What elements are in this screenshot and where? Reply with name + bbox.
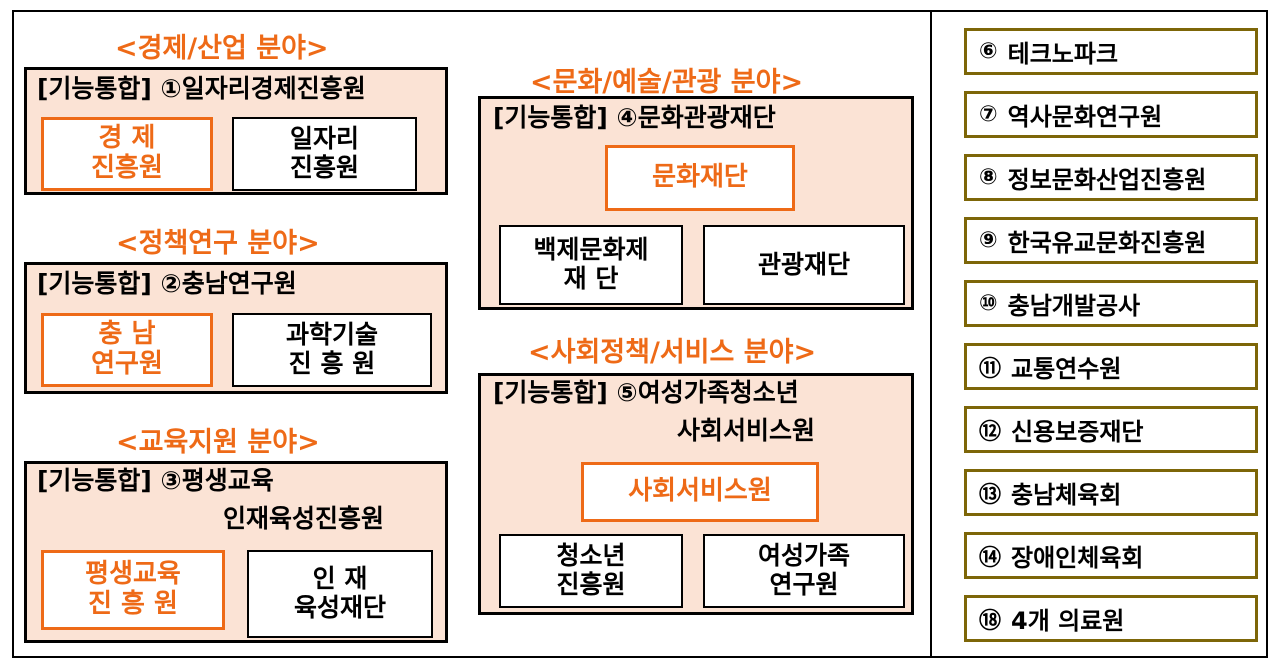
item-label: 한국유교문화진흥원 [1007, 229, 1207, 257]
section-title-social: <사회정책/서비스 분야> [528, 337, 817, 368]
box-chungnam-institute: 충 남 연구원 [41, 313, 213, 387]
item-number: ⑨ [979, 228, 998, 253]
item-label: 신용보증재단 [1011, 418, 1144, 446]
group-header-education-line1: [기능통합] ③평생교육 [37, 466, 274, 495]
item-label: 4개 의료원 [1011, 607, 1125, 635]
list-item: ⑪ 교통연수원 [964, 343, 1258, 390]
group-policy: [기능통합] ②충남연구원 충 남 연구원 과학기술 진 흥 원 [24, 262, 448, 394]
item-label: 교통연수원 [1011, 355, 1122, 383]
item-label: 장애인체육회 [1011, 544, 1144, 572]
item-label: 정보문화산업진흥원 [1007, 166, 1207, 194]
group-header-culture: [기능통합] ④문화관광재단 [493, 103, 776, 132]
item-label: 테크노파크 [1007, 40, 1119, 68]
list-item: ⑩ 충남개발공사 [964, 280, 1258, 327]
item-number: ⑬ [979, 482, 1002, 508]
list-item: ⑦ 역사문화연구원 [964, 91, 1258, 138]
item-number: ⑩ [979, 291, 998, 316]
section-title-economy: <경제/산업 분야> [115, 33, 329, 64]
item-number: ⑫ [979, 419, 1002, 445]
group-social: [기능통합] ⑤여성가족청소년 사회서비스원 사회서비스원 청소년 진흥원 여성… [478, 373, 914, 615]
item-number: ⑧ [979, 165, 998, 190]
item-number: ⑦ [979, 102, 998, 127]
group-education: [기능통합] ③평생교육 인재육성진흥원 평생교육 진 흥 원 인 재 육성재단 [24, 461, 448, 643]
item-label: 충남체육회 [1011, 481, 1122, 509]
item-number: ⑥ [979, 39, 998, 64]
list-item: ⑭ 장애인체육회 [964, 532, 1258, 579]
group-header-economy: [기능통합] ①일자리경제진흥원 [37, 74, 366, 103]
list-item: ⑫ 신용보증재단 [964, 406, 1258, 453]
group-economy: [기능통합] ①일자리경제진흥원 경 제 진흥원 일자리 진흥원 [24, 67, 448, 195]
box-baekje-foundation: 백제문화제 재 단 [499, 225, 683, 305]
box-economy-promotion: 경 제 진흥원 [41, 117, 213, 191]
item-number: ⑱ [979, 608, 1002, 634]
box-social-service: 사회서비스원 [581, 462, 819, 522]
item-label: 충남개발공사 [1007, 292, 1141, 320]
group-culture: [기능통합] ④문화관광재단 문화재단 백제문화제 재 단 관광재단 [478, 96, 914, 310]
item-label: 역사문화연구원 [1007, 103, 1163, 131]
box-science-promotion: 과학기술 진 흥 원 [232, 313, 432, 387]
box-women-family-institute: 여성가족 연구원 [703, 534, 905, 608]
group-header-social-line2: 사회서비스원 [677, 416, 816, 445]
list-item: ⑬ 충남체육회 [964, 469, 1258, 516]
item-number: ⑪ [979, 356, 1002, 382]
box-youth-promotion: 청소년 진흥원 [499, 534, 683, 608]
list-item: ⑥ 테크노파크 [964, 28, 1258, 75]
list-item: ⑱ 4개 의료원 [964, 595, 1258, 642]
group-header-policy: [기능통합] ②충남연구원 [37, 269, 297, 298]
list-item: ⑨ 한국유교문화진흥원 [964, 217, 1258, 264]
column-divider [930, 10, 932, 658]
box-lifelong-education: 평생교육 진 흥 원 [41, 550, 225, 630]
outer-frame [12, 10, 1268, 658]
box-culture-foundation: 문화재단 [605, 145, 795, 211]
list-item: ⑧ 정보문화산업진흥원 [964, 154, 1258, 201]
section-title-policy: <정책연구 분야> [116, 228, 320, 259]
box-jobs-promotion: 일자리 진흥원 [232, 117, 417, 191]
section-title-culture: <문화/예술/관광 분야> [530, 67, 804, 98]
group-header-education-line2: 인재육성진흥원 [223, 504, 385, 533]
box-tourism-foundation: 관광재단 [703, 225, 905, 305]
group-header-social-line1: [기능통합] ⑤여성가족청소년 [493, 378, 799, 407]
box-talent-foundation: 인 재 육성재단 [247, 550, 433, 638]
section-title-education: <교육지원 분야> [116, 427, 320, 458]
item-number: ⑭ [979, 545, 1002, 571]
